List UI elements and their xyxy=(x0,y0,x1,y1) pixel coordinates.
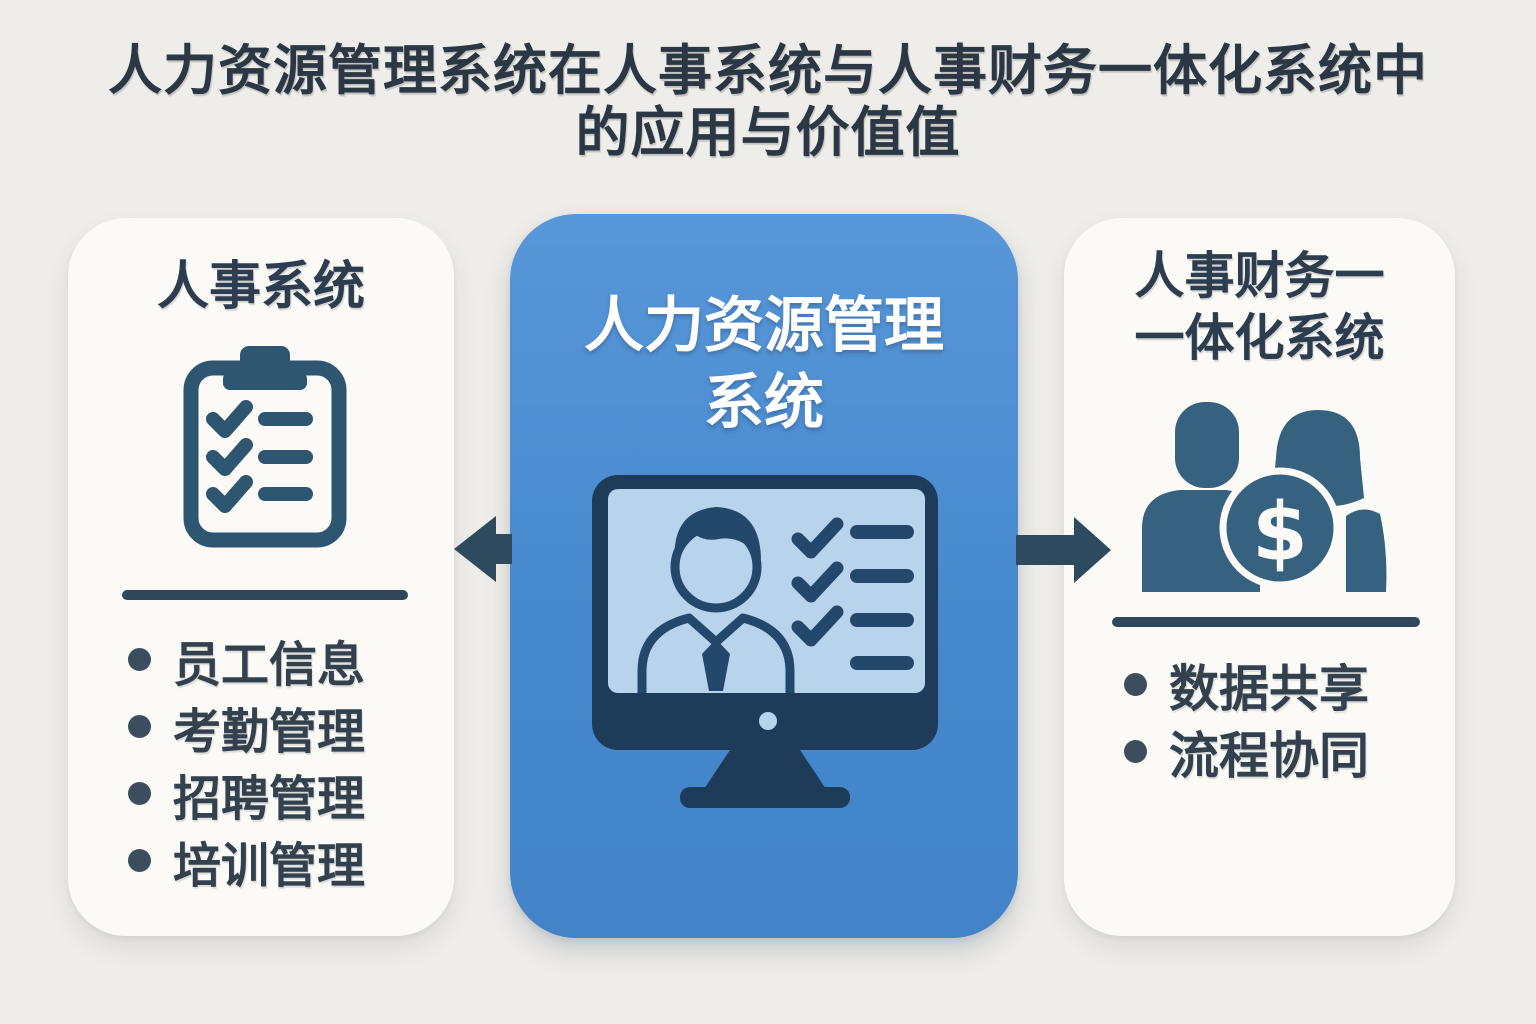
page-title: 人力资源管理系统在人事系统与人事财务一体化系统中 的应用与价值值 xyxy=(0,40,1536,164)
right-card-divider xyxy=(1112,617,1420,627)
list-item-label: 流程协同 xyxy=(1169,726,1369,785)
arrow-right-icon xyxy=(1016,517,1111,583)
man-silhouette xyxy=(1175,402,1239,488)
center-card-title-line1: 人力资源管理 xyxy=(584,291,944,361)
people-dollar-icon: $ xyxy=(1142,402,1387,592)
bullet-dot xyxy=(128,715,151,738)
right-card-title-line1: 人事财务一 xyxy=(1134,247,1385,305)
left-card-feature-list: 员工信息 考勤管理 招聘管理 培训管理 xyxy=(128,626,365,894)
bullet-dot xyxy=(1124,673,1147,696)
list-item: 招聘管理 xyxy=(128,760,365,827)
monitor-person-checklist-icon xyxy=(592,475,938,808)
list-item-label: 考勤管理 xyxy=(173,703,366,760)
checklist-lines xyxy=(850,525,914,670)
bullet-dot xyxy=(128,782,151,805)
left-card-divider xyxy=(122,590,408,600)
bullet-dot xyxy=(128,849,151,872)
page-title-line1: 人力资源管理系统在人事系统与人事财务一体化系统中 xyxy=(108,39,1428,102)
center-card-title-line2: 系统 xyxy=(704,368,824,438)
right-card-title: 人事财务一 一体化系统 xyxy=(1064,245,1455,369)
bullet-dot xyxy=(1124,740,1147,763)
person-silhouette xyxy=(637,507,795,693)
dollar-coin-icon xyxy=(1219,467,1341,589)
list-item-label: 数据共享 xyxy=(1169,659,1369,718)
list-item-label: 招聘管理 xyxy=(173,770,366,827)
dollar-symbol: $ xyxy=(1252,486,1308,579)
card-personnel-finance-system: 人事财务一 一体化系统 $ 数据共享 流程协同 xyxy=(1064,218,1455,936)
monitor-power-dot xyxy=(759,712,777,730)
list-item-label: 培训管理 xyxy=(173,837,366,894)
page-title-line2: 的应用与价值值 xyxy=(575,101,961,164)
list-item: 培训管理 xyxy=(128,827,365,894)
list-item: 数据共享 xyxy=(1124,651,1369,718)
list-item: 员工信息 xyxy=(128,626,365,693)
bullet-dot xyxy=(128,648,151,671)
right-card-feature-list: 数据共享 流程协同 xyxy=(1124,651,1369,785)
checklist-checks xyxy=(791,517,844,647)
left-card-title: 人事系统 xyxy=(156,257,365,317)
arrow-left-icon xyxy=(454,516,512,582)
right-card-title-line2: 一体化系统 xyxy=(1134,309,1385,367)
clipboard-checklist-icon xyxy=(183,346,347,548)
card-personnel-system: 人事系统 员工信息 考勤管理 招聘管理 培训管理 xyxy=(68,218,454,936)
center-card-title: 人力资源管理 系统 xyxy=(510,288,1018,442)
list-item: 流程协同 xyxy=(1124,718,1369,785)
list-item-label: 员工信息 xyxy=(173,636,366,693)
card-hr-management-system: 人力资源管理 系统 xyxy=(510,214,1018,938)
list-item: 考勤管理 xyxy=(128,693,365,760)
